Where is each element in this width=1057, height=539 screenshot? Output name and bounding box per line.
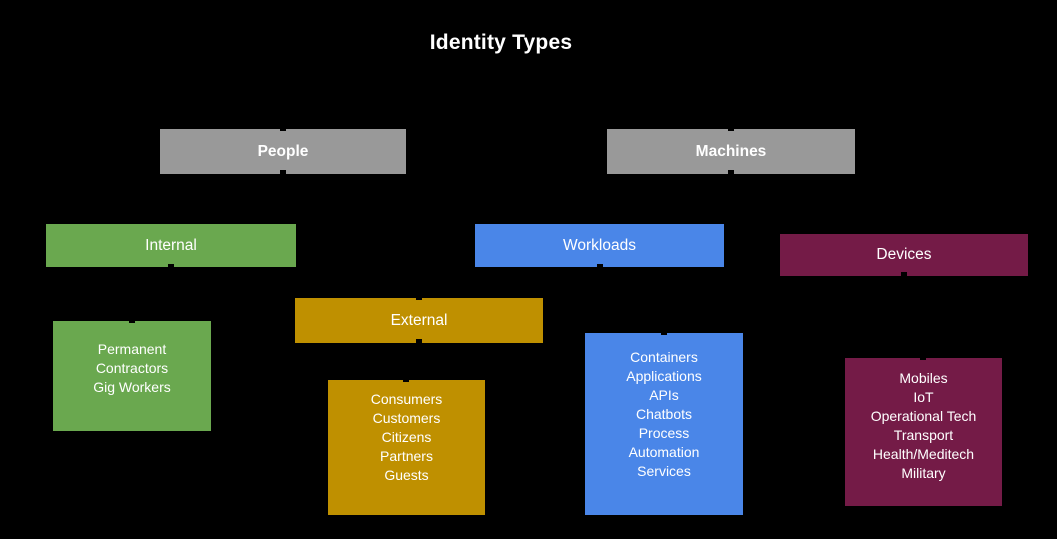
connector-stub-people-bottom — [280, 170, 286, 174]
connector-stub-workloads-examples-top — [661, 331, 667, 335]
node-machines-label: Machines — [695, 142, 767, 160]
internal-examples-text: Permanent Contractors Gig Workers — [93, 341, 171, 395]
node-devices-examples: Mobiles IoT Operational Tech Transport H… — [845, 358, 1002, 506]
node-workloads-examples: Containers Applications APIs Chatbots Pr… — [585, 333, 743, 515]
node-devices-label: Devices — [876, 246, 932, 263]
external-examples-text: Consumers Customers Citizens Partners Gu… — [370, 391, 443, 483]
connector-stub-workloads-bottom — [597, 264, 603, 268]
connector-stub-internal-examples-top — [129, 319, 135, 323]
connector-stub-people-top — [280, 127, 286, 131]
node-internal-label: Internal — [145, 236, 197, 254]
connector-stub-machines-bottom — [728, 170, 734, 174]
node-workloads: Workloads — [475, 224, 724, 267]
node-internal: Internal — [46, 224, 296, 267]
connector-stub-external-bottom — [416, 339, 422, 343]
diagram-title: Identity Types — [429, 31, 573, 54]
connector-stub-devices-examples-top — [920, 356, 926, 360]
node-external-label: External — [390, 311, 448, 329]
node-machines: Machines — [607, 129, 855, 174]
connector-stub-internal-bottom — [168, 264, 174, 268]
node-people-label: People — [257, 142, 309, 160]
node-devices: Devices — [780, 234, 1028, 276]
connector-stub-devices-bottom — [901, 272, 907, 276]
devices-examples-text: Mobiles IoT Operational Tech Transport H… — [870, 370, 977, 481]
node-external-examples: Consumers Customers Citizens Partners Gu… — [328, 380, 485, 515]
node-external: External — [295, 298, 543, 343]
node-workloads-label: Workloads — [563, 236, 636, 254]
workloads-examples-text: Containers Applications APIs Chatbots Pr… — [626, 349, 702, 479]
node-people: People — [160, 129, 406, 174]
connector-stub-external-examples-top — [403, 378, 409, 382]
node-internal-examples: Permanent Contractors Gig Workers — [53, 321, 211, 431]
connector-stub-external-top — [416, 296, 422, 300]
connector-stub-machines-top — [728, 127, 734, 131]
